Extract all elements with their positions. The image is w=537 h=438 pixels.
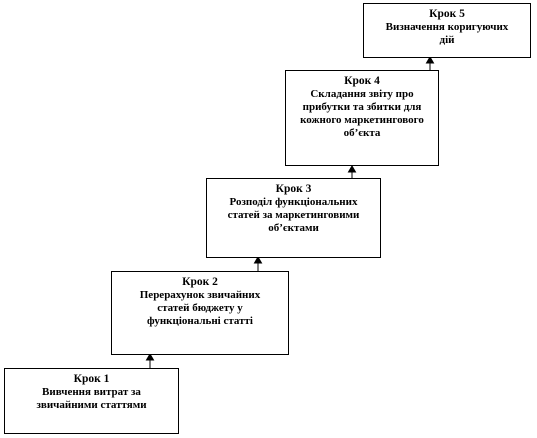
step-4-title: Крок 4 [344, 75, 380, 87]
step-1-box: Крок 1 Вивчення витрат за звичайними ста… [4, 368, 179, 434]
step-5-description: Визначення коригуючих дій [385, 21, 509, 46]
step-1-description: Вивчення витрат за звичайними статтями [36, 386, 147, 411]
step-5-title: Крок 5 [429, 8, 465, 20]
step-3-title: Крок 3 [275, 183, 312, 195]
step-2-title: Крок 2 [182, 276, 218, 288]
step-3-description: Розподіл функціональних статей за маркет… [227, 196, 360, 234]
arrowhead-step-4 [347, 165, 357, 173]
step-4-box: Крок 4 Складання звіту про прибутки та з… [285, 70, 439, 166]
step-5-box: Крок 5 Визначення коригуючих дій [363, 3, 531, 58]
step-2-box: Крок 2 Перерахунок звичайних статей бюдж… [111, 271, 289, 355]
step-4-description: Складання звіту про прибутки та збитки д… [300, 88, 424, 139]
step-2-description: Перерахунок звичайних статей бюджету у ф… [139, 289, 261, 327]
step-3-box: Крок 3 Розподіл функціональних статей за… [206, 178, 381, 258]
step-1-title: Крок 1 [73, 373, 110, 385]
